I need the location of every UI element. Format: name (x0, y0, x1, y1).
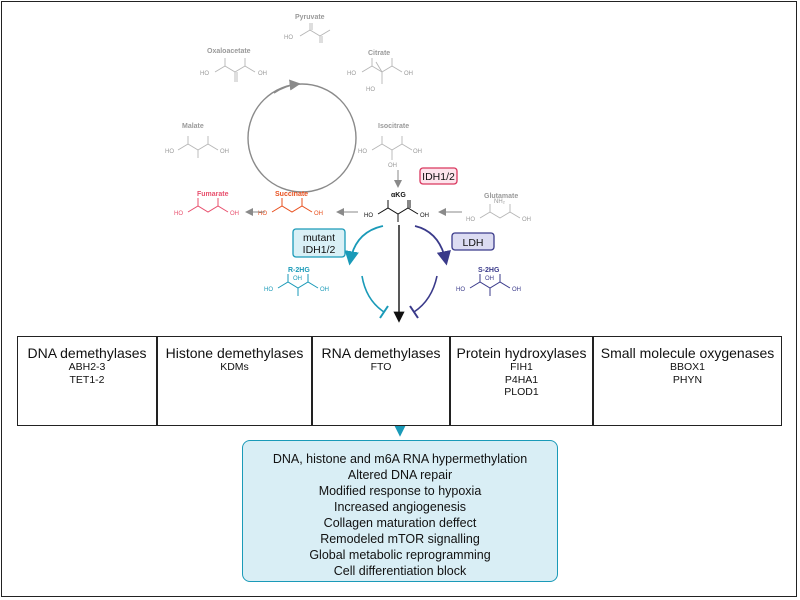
target-item: PLOD1 (504, 386, 539, 398)
succinate-molecule (271, 198, 313, 213)
target-item: TET1-2 (69, 373, 105, 386)
akg-oh: OH (420, 213, 429, 219)
malate-ho: HO (165, 149, 174, 155)
s2hg-inhibition-bar (409, 305, 419, 319)
isocitrate-oh: OH (413, 149, 422, 155)
malate-label: Malate (182, 123, 204, 130)
isocitrate-ho: HO (358, 149, 367, 155)
target-box-histone-demethylases: Histone demethylases KDMs (157, 336, 312, 426)
target-item: FTO (370, 361, 392, 373)
r2hg-label: R-2HG (288, 267, 310, 274)
succinate-oh: OH (314, 211, 323, 217)
outcome-line: Modified response to hypoxia (318, 484, 482, 498)
akg-ho: HO (364, 213, 373, 219)
s2hg-ho: HO (456, 287, 465, 293)
target-box-small-molecule-oxygenases: Small molecule oxygenases BBOX1 PHYN (593, 336, 782, 426)
malate-molecule (177, 136, 219, 158)
glutamate-nh2: NH₂ (494, 199, 506, 205)
s2hg-oh-2: OH (485, 276, 494, 282)
succinate-ho: HO (258, 211, 267, 217)
target-item: KDMs (220, 361, 249, 373)
r2hg-molecule (277, 274, 319, 296)
target-title: Small molecule oxygenases (600, 345, 775, 361)
citrate-molecule (361, 58, 403, 84)
target-title: DNA demethylases (27, 345, 147, 361)
citrate-ho-2: HO (366, 87, 375, 93)
mutant-idh-label-1: mutant (303, 232, 335, 244)
target-title: Protein hydroxylases (456, 345, 587, 361)
mutant-idh-label-2: IDH1/2 (303, 244, 336, 256)
outcome-line: DNA, histone and m6A RNA hypermethylatio… (272, 452, 528, 466)
oxaloacetate-label: Oxaloacetate (207, 48, 251, 55)
pyruvate-label: Pyruvate (295, 14, 325, 21)
target-item: BBOX1 (669, 361, 706, 373)
tca-cycle (247, 79, 357, 193)
isocitrate-label: Isocitrate (378, 123, 409, 130)
target-item: ABH2-3 (68, 361, 106, 373)
target-box-protein-hydroxylases: Protein hydroxylases FIH1 P4HA1 PLOD1 (450, 336, 593, 426)
oxaloacetate-oh: OH (258, 71, 267, 77)
r2hg-inhibition-line (361, 275, 385, 313)
idh-enzyme-label: IDH1/2 (422, 171, 455, 183)
outcome-line: Cell differentiation block (333, 564, 467, 578)
ldh-enzyme-label: LDH (462, 237, 483, 249)
s2hg-oh: OH (512, 287, 521, 293)
glutamate-ho: HO (466, 217, 475, 223)
target-box-dna-demethylases: DNA demethylases ABH2-3 TET1-2 (17, 336, 157, 426)
idh-enzyme-box (419, 167, 458, 185)
fumarate-oh: OH (230, 211, 239, 217)
oxaloacetate-molecule (214, 58, 256, 82)
fumarate-label: Fumarate (197, 191, 229, 198)
glutamate-oh: OH (522, 217, 531, 223)
akg-to-s2hg-arrow (414, 225, 451, 266)
glutamate-label: Glutamate (484, 193, 518, 200)
isocitrate-oh-2: OH (388, 163, 397, 169)
akg-to-r2hg-arrow (344, 225, 384, 266)
outcome-line: Global metabolic reprogramming (309, 548, 491, 562)
outcome-line: Collagen maturation deffect (323, 516, 477, 530)
r2hg-oh: OH (320, 287, 329, 293)
pyruvate-molecule (299, 23, 331, 43)
target-item: PHYN (672, 373, 703, 386)
target-item: P4HA1 (504, 373, 539, 386)
glutamate-molecule (479, 204, 521, 219)
fumarate-molecule (187, 198, 229, 213)
citrate-oh: OH (404, 71, 413, 77)
s2hg-inhibition-line (413, 275, 438, 313)
malate-oh: OH (220, 149, 229, 155)
r2hg-inhibition-bar (379, 305, 389, 319)
akg-molecule (377, 200, 419, 222)
target-title: RNA demethylases (321, 345, 441, 361)
target-box-rna-demethylases: RNA demethylases FTO (312, 336, 450, 426)
citrate-ho: HO (347, 71, 356, 77)
oxaloacetate-ho: HO (200, 71, 209, 77)
target-item: FIH1 (510, 361, 533, 373)
fumarate-ho: HO (174, 211, 183, 217)
outcome-line: Increased angiogenesis (333, 500, 467, 514)
outcome-line: Altered DNA repair (347, 468, 453, 482)
mutant-idh-enzyme-box (292, 228, 346, 258)
isocitrate-molecule (371, 136, 413, 160)
s2hg-label: S-2HG (478, 267, 500, 274)
outcome-line: Remodeled mTOR signalling (320, 532, 480, 546)
succinate-label: Succinate (275, 191, 308, 198)
akg-label: αKG (391, 192, 406, 199)
citrate-label: Citrate (368, 50, 390, 57)
r2hg-ho: HO (264, 287, 273, 293)
target-title: Histone demethylases (165, 345, 304, 361)
s2hg-molecule (469, 274, 511, 296)
ldh-enzyme-box (451, 232, 495, 251)
pyruvate-ho: HO (284, 35, 293, 41)
outcomes-box: DNA, histone and m6A RNA hypermethylatio… (242, 440, 558, 582)
r2hg-oh-2: OH (293, 276, 302, 282)
